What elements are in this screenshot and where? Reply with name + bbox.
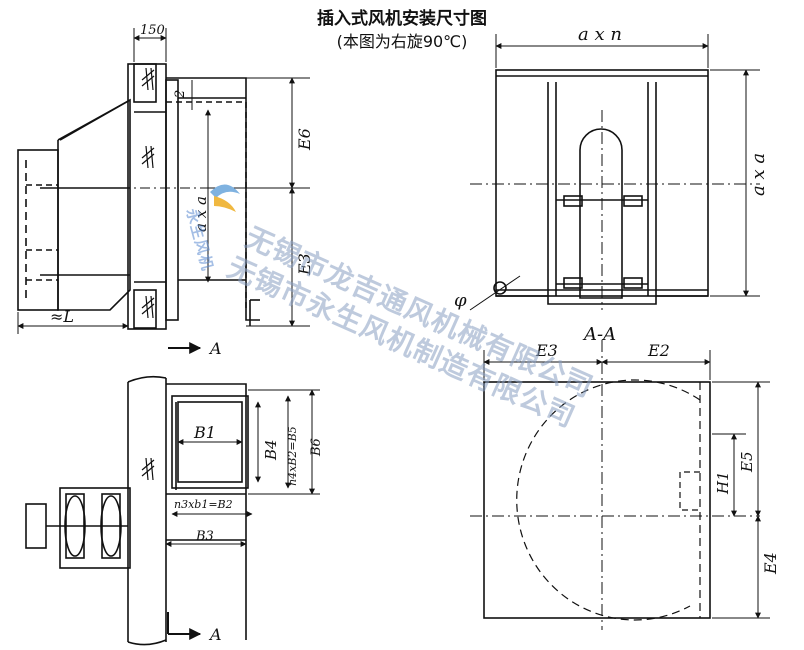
section-outer-box [483,381,711,619]
logo-icon [210,184,240,212]
page-title: 插入式风机安装尺寸图 [317,9,487,29]
label-b6: B6 [309,438,324,457]
label-axa-right: a x a [748,153,769,196]
label-axn: a x n [578,24,622,45]
label-b2b5: n4xB2=B5 [286,426,299,486]
section-mark-top: A [208,339,222,358]
label-h1: H1 [714,471,732,495]
section-aa-view [470,340,770,630]
label-e3-section: E3 [535,341,558,360]
label-e6: E6 [295,128,314,151]
label-b1: B1 [193,423,216,442]
label-axa-side: a x a [192,196,210,232]
plan-motor [25,503,47,549]
label-e3-side: E3 [295,253,314,276]
label-e5: E5 [738,452,756,474]
label-b3: B3 [195,529,214,544]
side-housing [57,98,131,311]
plan-inlet-frame [171,395,249,489]
label-dim-2: 2 [173,90,188,99]
section-title: A-A [582,324,616,345]
label-150: 150 [140,23,165,38]
label-b4: B4 [262,439,280,461]
section-mark-bottom: A [208,625,222,644]
page-subtitle: (本图为右旋90℃) [336,32,468,51]
side-motor-box [17,149,59,311]
front-view [469,34,760,311]
label-approx-l: ≈L [50,307,74,326]
label-e2: E2 [647,341,670,360]
label-b2: n3xb1=B2 [174,498,233,511]
plan-view [25,375,320,646]
label-phi: φ [454,290,467,311]
side-view [17,28,310,354]
label-e4: E4 [761,552,780,575]
